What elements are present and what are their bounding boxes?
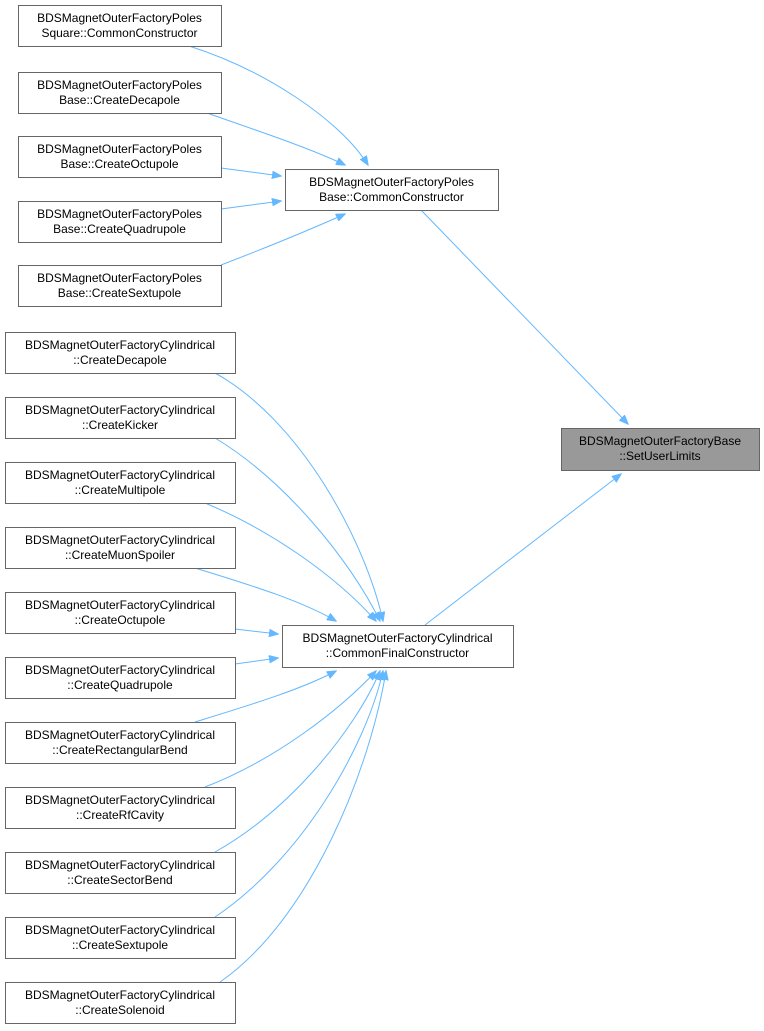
node-label-line2: ::CreateOctupole <box>75 613 166 627</box>
node-cyl-multipole[interactable]: BDSMagnetOuterFactoryCylindrical::Create… <box>5 462 236 504</box>
edges <box>188 45 628 983</box>
node-box <box>5 397 236 439</box>
node-box <box>5 592 236 634</box>
node-box <box>282 625 514 668</box>
node-box <box>18 201 222 243</box>
node-label-line1: BDSMagnetOuterFactoryCylindrical <box>25 468 215 482</box>
node-cyl-muon-spoiler[interactable]: BDSMagnetOuterFactoryCylindrical::Create… <box>5 527 236 569</box>
edge-poles_common-to-set_user_limits <box>420 209 628 424</box>
node-poles-quadrupole[interactable]: BDSMagnetOuterFactoryPolesBase::CreateQu… <box>18 201 222 243</box>
edge-cyl_kicker-to-cyl_common_final <box>214 437 380 621</box>
node-box <box>5 722 236 764</box>
node-label-line2: Base::CreateQuadrupole <box>53 222 186 236</box>
edge-cyl_octupole-to-cyl_common_final <box>234 628 278 634</box>
edge-cyl_rf_cavity-to-cyl_common_final <box>204 671 376 788</box>
node-cyl-decapole[interactable]: BDSMagnetOuterFactoryCylindrical::Create… <box>5 332 236 374</box>
node-label-line1: BDSMagnetOuterFactoryPoles <box>37 271 202 285</box>
nodes: BDSMagnetOuterFactoryBase::SetUserLimits… <box>5 5 760 1024</box>
node-label-line2: ::SetUserLimits <box>619 449 700 463</box>
node-label-line1: BDSMagnetOuterFactoryCylindrical <box>25 403 215 417</box>
node-label-line1: BDSMagnetOuterFactoryBase <box>579 434 741 448</box>
node-cyl-sextupole[interactable]: BDSMagnetOuterFactoryCylindrical::Create… <box>5 917 236 959</box>
node-cyl-common-final[interactable]: BDSMagnetOuterFactoryCylindrical::Common… <box>282 625 514 668</box>
node-box <box>18 265 222 307</box>
node-poles-sextupole[interactable]: BDSMagnetOuterFactoryPolesBase::CreateSe… <box>18 265 222 307</box>
node-label-line2: Base::CommonConstructor <box>319 190 464 204</box>
edge-poles_octupole-to-poles_common <box>220 167 281 176</box>
node-label-line2: Base::CreateDecapole <box>59 93 180 107</box>
node-label-line2: ::CreateMultipole <box>75 483 166 497</box>
node-poles-octupole[interactable]: BDSMagnetOuterFactoryPolesBase::CreateOc… <box>18 136 222 178</box>
edge-poles_decapole-to-poles_common <box>206 112 345 165</box>
edge-cyl_muon_spoiler-to-cyl_common_final <box>194 567 336 621</box>
node-label-line1: BDSMagnetOuterFactoryPoles <box>37 11 202 25</box>
node-label-line1: BDSMagnetOuterFactoryCylindrical <box>25 923 215 937</box>
node-box <box>5 462 236 504</box>
node-label-line1: BDSMagnetOuterFactoryCylindrical <box>25 793 215 807</box>
node-label-line2: ::CreateRfCavity <box>76 808 164 822</box>
node-label-line1: BDSMagnetOuterFactoryCylindrical <box>25 663 215 677</box>
edge-cyl_solenoid-to-cyl_common_final <box>219 671 386 983</box>
node-box <box>5 982 236 1024</box>
node-label-line1: BDSMagnetOuterFactoryCylindrical <box>302 631 492 645</box>
node-label-line1: BDSMagnetOuterFactoryCylindrical <box>25 338 215 352</box>
edge-poles_quadrupole-to-poles_common <box>220 201 281 210</box>
edge-cyl_common_final-to-set_user_limits <box>424 474 621 626</box>
node-box <box>5 917 236 959</box>
node-box <box>5 332 236 374</box>
edge-cyl_sextupole-to-cyl_common_final <box>214 671 383 918</box>
node-cyl-sector-bend[interactable]: BDSMagnetOuterFactoryCylindrical::Create… <box>5 852 236 894</box>
node-box <box>5 657 236 699</box>
node-box <box>5 527 236 569</box>
edge-poles_sextupole-to-poles_common <box>220 214 345 266</box>
node-box <box>285 169 499 211</box>
node-cyl-solenoid[interactable]: BDSMagnetOuterFactoryCylindrical::Create… <box>5 982 236 1024</box>
node-label-line2: Square::CommonConstructor <box>41 26 197 40</box>
edge-cyl_decapole-to-cyl_common_final <box>214 372 383 621</box>
node-square-common[interactable]: BDSMagnetOuterFactoryPolesSquare::Common… <box>18 5 222 47</box>
node-poles-decapole[interactable]: BDSMagnetOuterFactoryPolesBase::CreateDe… <box>18 72 222 114</box>
edge-cyl_quadrupole-to-cyl_common_final <box>234 658 278 665</box>
node-label-line1: BDSMagnetOuterFactoryCylindrical <box>25 988 215 1002</box>
node-label-line2: ::CreateSolenoid <box>75 1003 164 1017</box>
edge-square_common-to-poles_common <box>188 45 368 165</box>
node-cyl-rect-bend[interactable]: BDSMagnetOuterFactoryCylindrical::Create… <box>5 722 236 764</box>
node-label-line2: ::CreateKicker <box>82 418 158 432</box>
edge-cyl_multipole-to-cyl_common_final <box>204 502 376 621</box>
node-label-line2: ::CommonFinalConstructor <box>326 646 469 660</box>
node-label-line1: BDSMagnetOuterFactoryCylindrical <box>25 858 215 872</box>
node-cyl-octupole[interactable]: BDSMagnetOuterFactoryCylindrical::Create… <box>5 592 236 634</box>
node-label-line2: ::CreateSextupole <box>72 938 168 952</box>
node-label-line1: BDSMagnetOuterFactoryCylindrical <box>25 533 215 547</box>
node-box <box>18 72 222 114</box>
node-label-line2: Base::CreateSextupole <box>58 286 182 300</box>
node-cyl-quadrupole[interactable]: BDSMagnetOuterFactoryCylindrical::Create… <box>5 657 236 699</box>
node-label-line1: BDSMagnetOuterFactoryPoles <box>37 78 202 92</box>
edge-cyl_sector_bend-to-cyl_common_final <box>214 671 380 853</box>
node-label-line2: ::CreateQuadrupole <box>67 678 173 692</box>
node-label-line1: BDSMagnetOuterFactoryPoles <box>37 207 202 221</box>
node-label-line1: BDSMagnetOuterFactoryCylindrical <box>25 598 215 612</box>
node-label-line1: BDSMagnetOuterFactoryPoles <box>309 175 474 189</box>
node-box <box>18 136 222 178</box>
node-box <box>5 787 236 829</box>
node-box <box>5 852 236 894</box>
node-poles-common[interactable]: BDSMagnetOuterFactoryPolesBase::CommonCo… <box>285 169 499 211</box>
node-label-line2: ::CreateSectorBend <box>67 873 172 887</box>
node-label-line1: BDSMagnetOuterFactoryPoles <box>37 142 202 156</box>
node-label-line1: BDSMagnetOuterFactoryCylindrical <box>25 728 215 742</box>
node-cyl-rf-cavity[interactable]: BDSMagnetOuterFactoryCylindrical::Create… <box>5 787 236 829</box>
node-box <box>561 428 760 471</box>
node-label-line2: ::CreateMuonSpoiler <box>65 548 175 562</box>
node-label-line2: ::CreateDecapole <box>73 353 167 367</box>
node-set-user-limits[interactable]: BDSMagnetOuterFactoryBase::SetUserLimits <box>561 428 760 471</box>
node-label-line2: ::CreateRectangularBend <box>52 743 187 757</box>
node-cyl-kicker[interactable]: BDSMagnetOuterFactoryCylindrical::Create… <box>5 397 236 439</box>
edge-cyl_rect_bend-to-cyl_common_final <box>194 671 336 723</box>
node-label-line2: Base::CreateOctupole <box>60 157 178 171</box>
node-box <box>18 5 222 47</box>
